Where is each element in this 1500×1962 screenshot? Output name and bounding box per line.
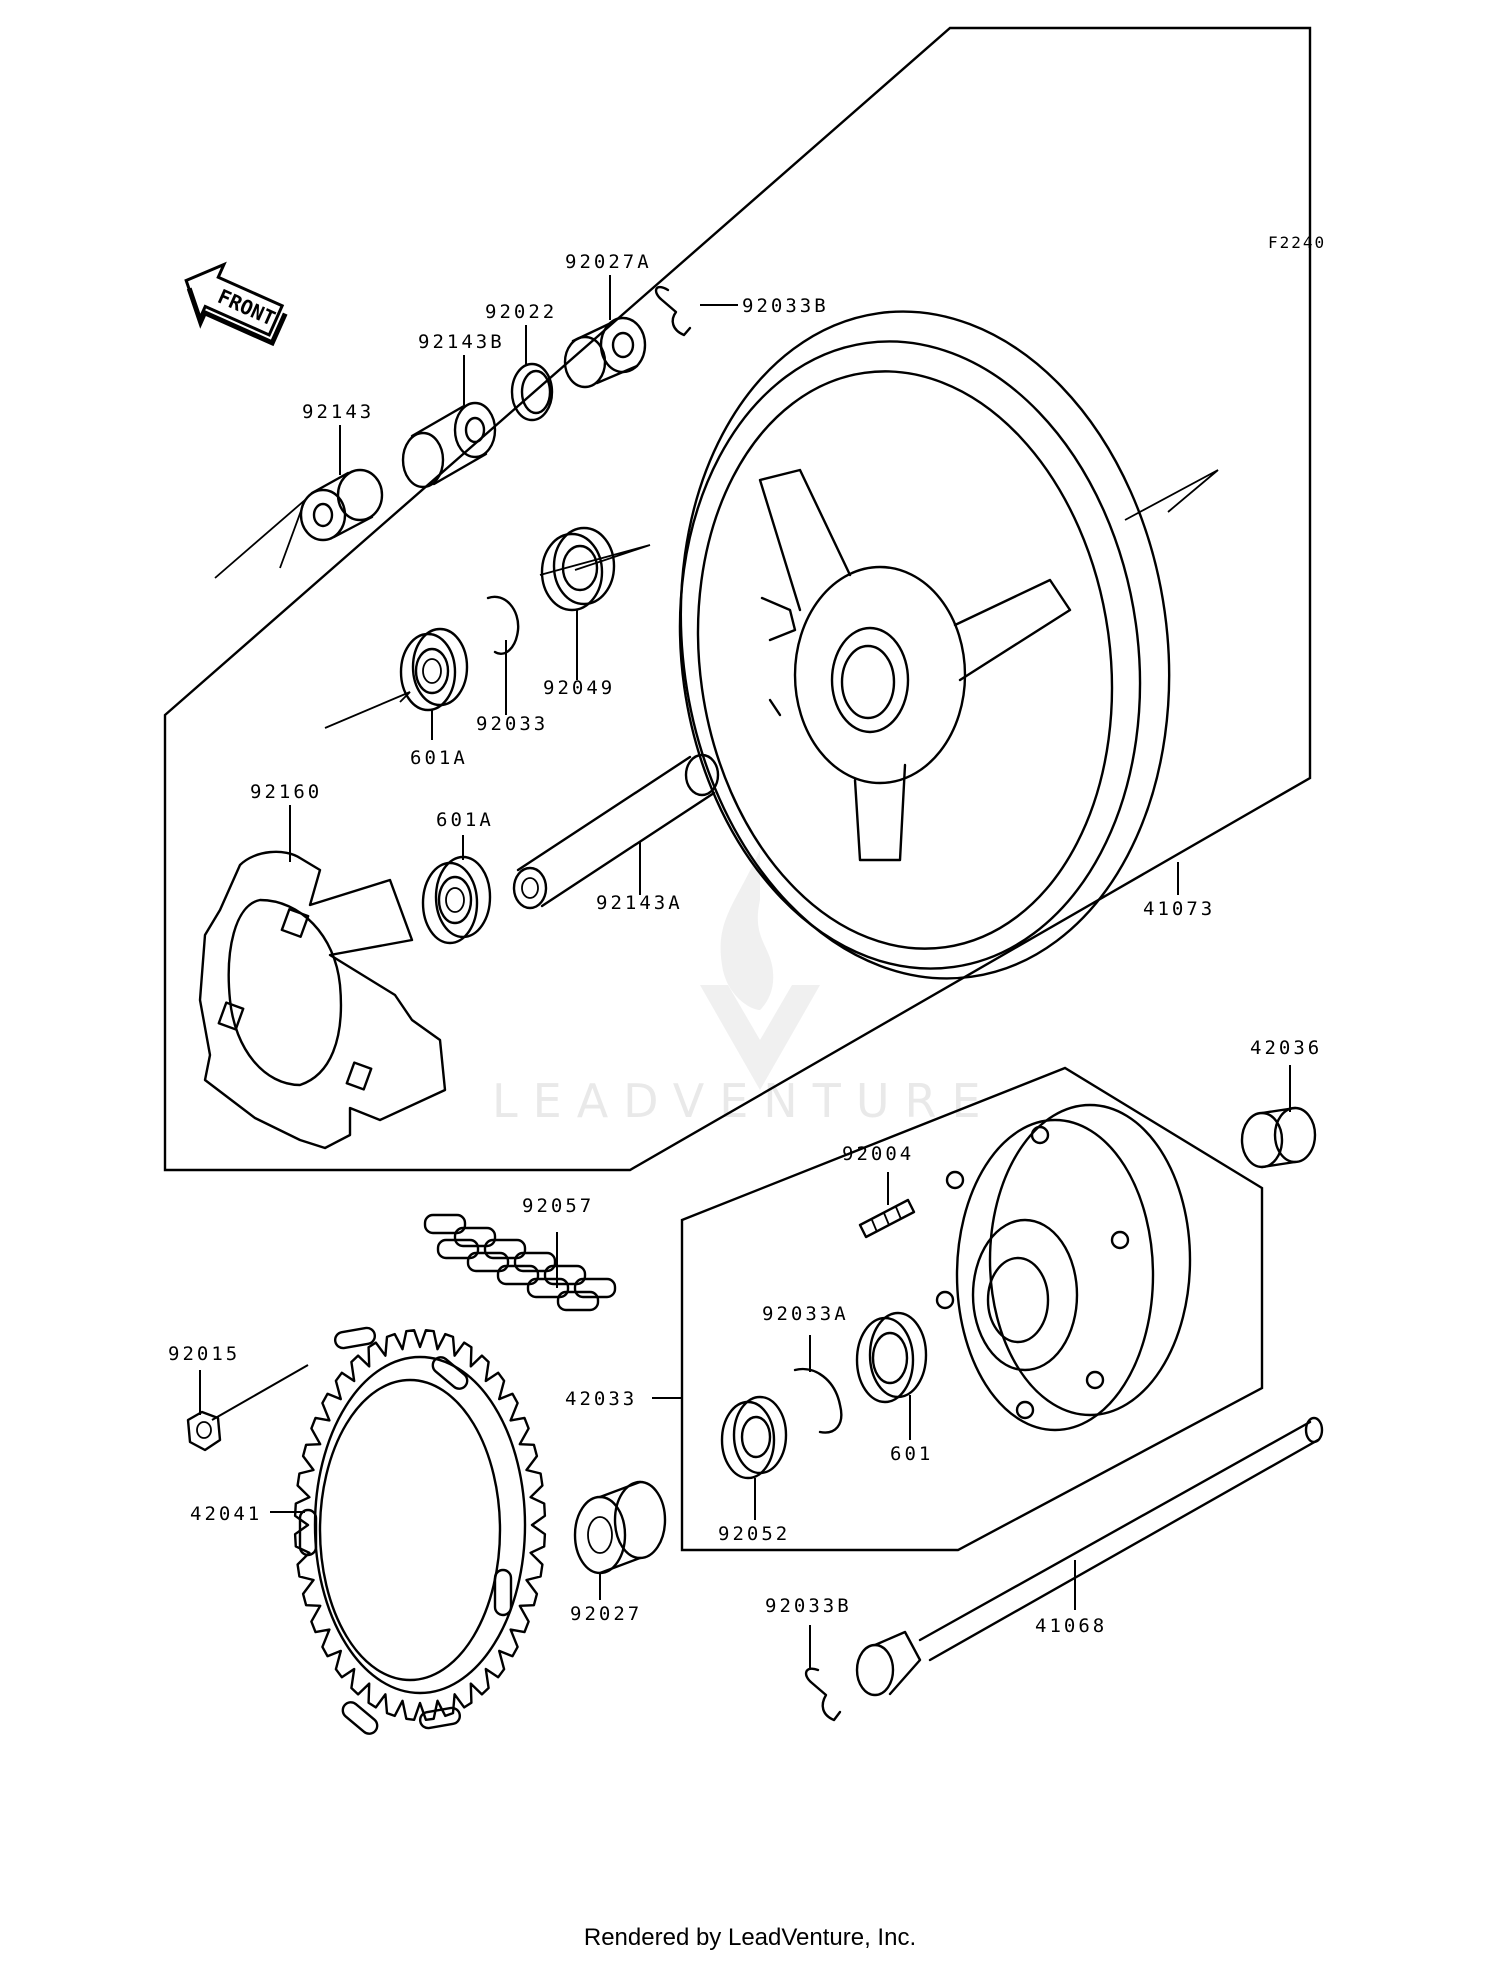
label-601A-mid: 601A xyxy=(436,809,494,831)
label-92033: 92033 xyxy=(476,713,548,735)
label-92143B: 92143B xyxy=(418,331,505,353)
hub-42033 xyxy=(935,1103,1192,1432)
wheel-41073 xyxy=(678,310,1171,980)
collar-92143B xyxy=(401,401,497,489)
clip-92033B-top xyxy=(654,285,692,337)
projection-lines xyxy=(214,469,1219,729)
label-92033B-bottom: 92033B xyxy=(765,1595,852,1617)
label-92027A: 92027A xyxy=(565,251,652,273)
stud-92004 xyxy=(858,1198,916,1239)
diagram-code: F2240 xyxy=(1268,233,1326,252)
label-601: 601 xyxy=(890,1443,933,1465)
spacer-92143A xyxy=(512,753,720,910)
label-601A-top: 601A xyxy=(410,747,468,769)
label-42036: 42036 xyxy=(1250,1037,1322,1059)
collar-92027 xyxy=(573,1480,667,1575)
label-92022: 92022 xyxy=(485,301,557,323)
label-42041: 42041 xyxy=(190,1503,262,1525)
footer-credit: Rendered by LeadVenture, Inc. xyxy=(584,1924,916,1951)
wheel-assembly-frame xyxy=(163,26,1312,1172)
label-41068: 41068 xyxy=(1035,1615,1107,1637)
label-42033: 42033 xyxy=(565,1388,637,1410)
chain-92057 xyxy=(423,1213,617,1312)
label-92052: 92052 xyxy=(718,1523,790,1545)
nut-92015 xyxy=(186,1410,222,1452)
damper-92160 xyxy=(198,850,447,1150)
collar-92027A xyxy=(563,316,647,389)
watermark-text: LEADVENTURE xyxy=(492,1074,996,1128)
label-92160: 92160 xyxy=(250,781,322,803)
axle-41068 xyxy=(855,1416,1324,1697)
part-labels: 92027A 92033B 92022 92143B 92143 92049 9… xyxy=(168,251,1322,1637)
sprocket-42041 xyxy=(293,1326,547,1735)
label-92049: 92049 xyxy=(543,677,615,699)
leader-lines xyxy=(199,275,1291,1670)
label-92143: 92143 xyxy=(302,401,374,423)
label-92143A: 92143A xyxy=(596,892,683,914)
label-92033A: 92033A xyxy=(762,1303,849,1325)
label-92033B-top: 92033B xyxy=(742,295,829,317)
circlip-92033A xyxy=(793,1367,843,1434)
collar-92143 xyxy=(299,468,384,542)
label-41073: 41073 xyxy=(1143,898,1215,920)
bearing-601A-top xyxy=(399,627,469,712)
label-92015: 92015 xyxy=(168,1343,240,1365)
clip-92033B-bottom xyxy=(804,1667,842,1722)
bearing-601A-mid xyxy=(421,855,492,945)
hub-assembly-frame xyxy=(680,1066,1264,1552)
front-arrow-icon: FRONT xyxy=(184,261,288,347)
oil-seal-92049 xyxy=(540,526,616,612)
seal-92052 xyxy=(720,1395,788,1480)
collar-42036 xyxy=(1240,1106,1317,1169)
watermark: LEADVENTURE xyxy=(492,850,996,1128)
washer-92022 xyxy=(510,362,554,422)
bearing-601 xyxy=(855,1311,928,1404)
circlip-92033 xyxy=(486,595,520,655)
label-92004: 92004 xyxy=(842,1143,914,1165)
label-92027: 92027 xyxy=(570,1603,642,1625)
label-92057: 92057 xyxy=(522,1195,594,1217)
